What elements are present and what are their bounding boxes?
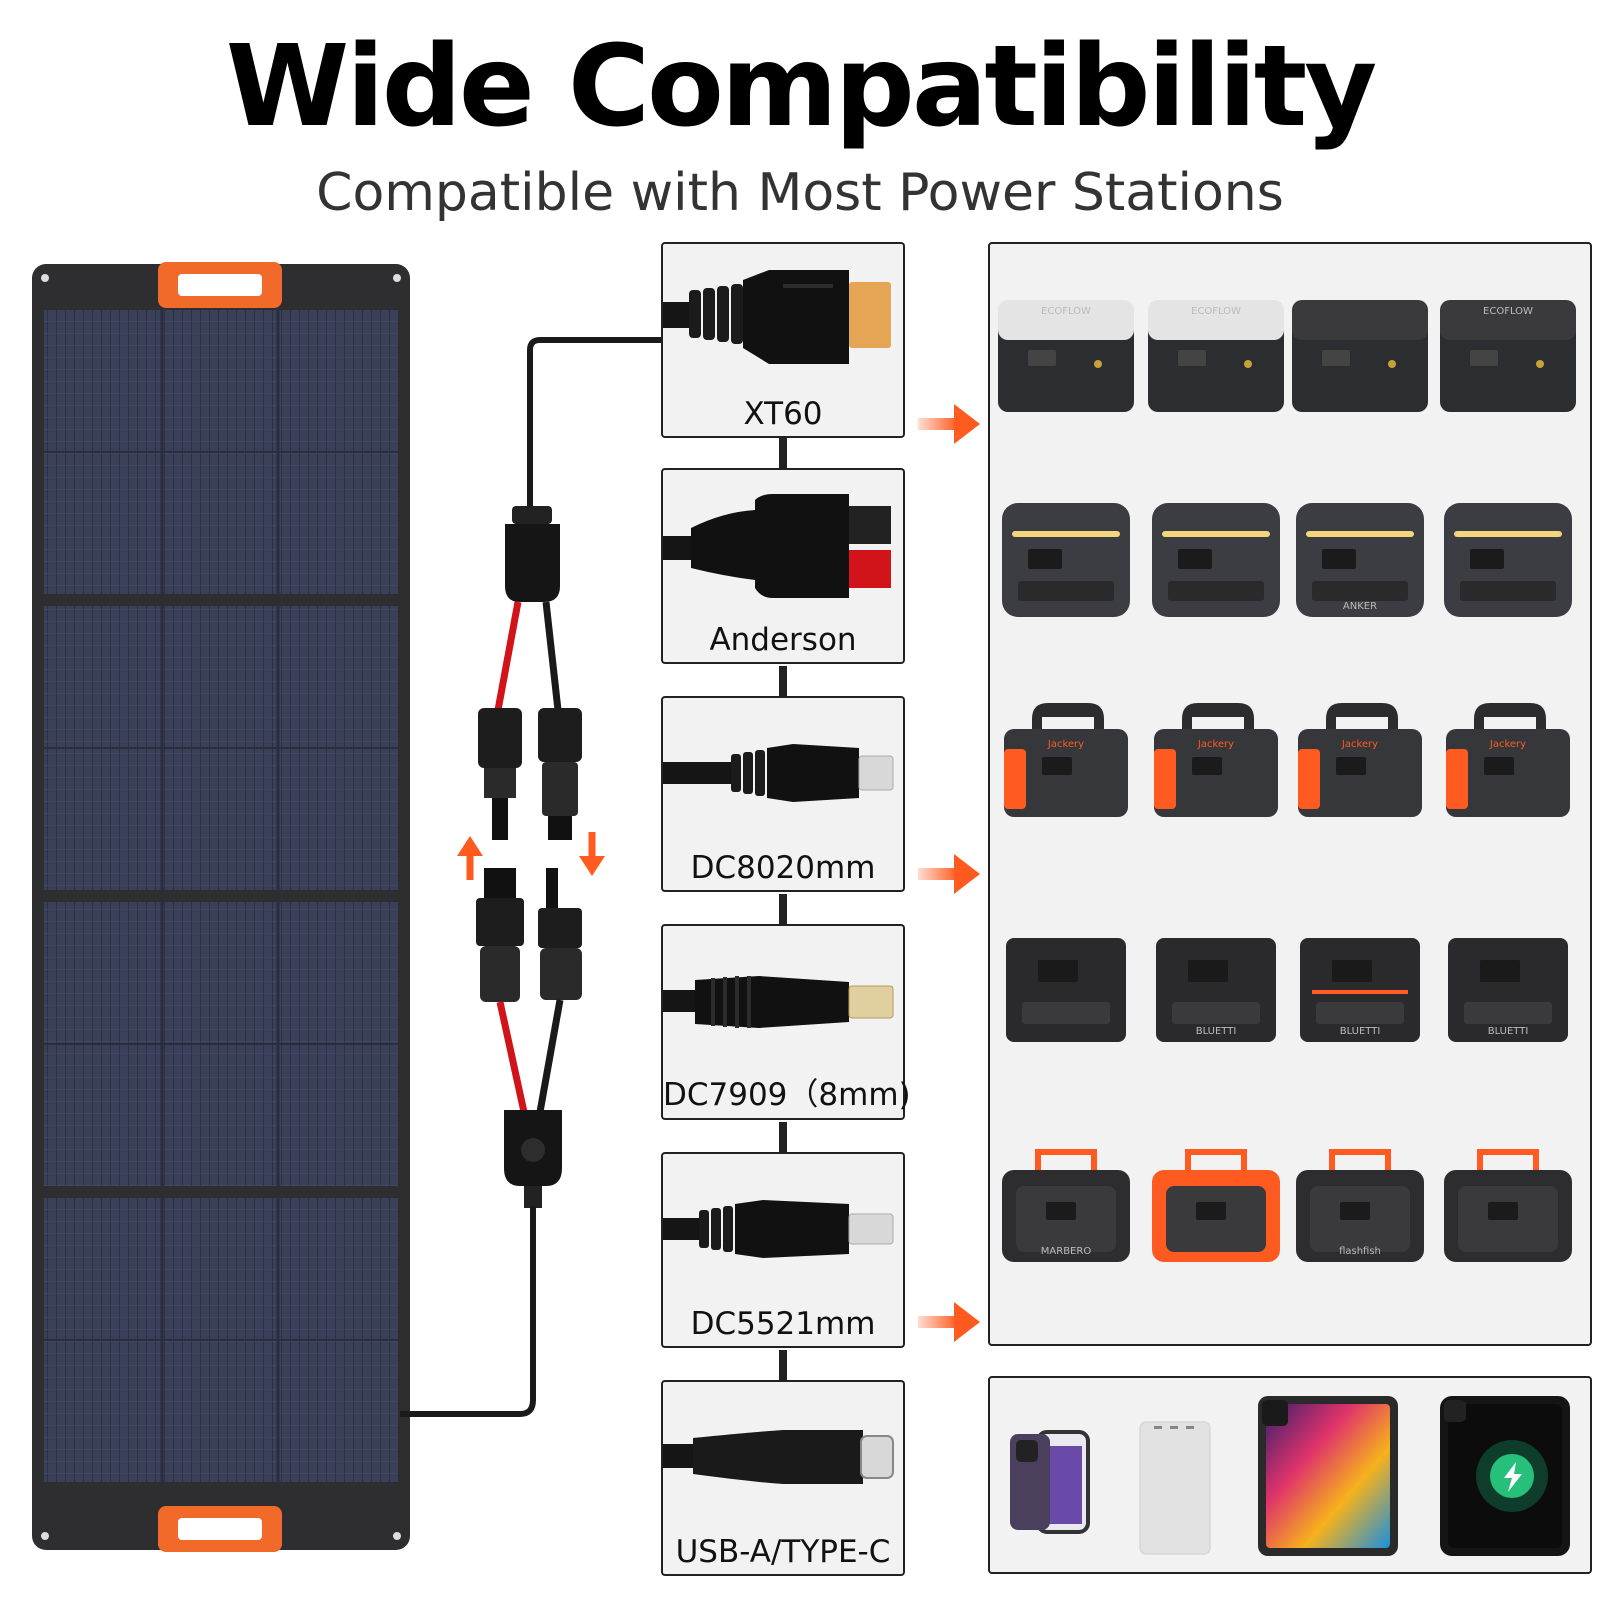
page-subtitle: Compatible with Most Power Stations <box>316 163 1284 223</box>
top-handle-icon <box>158 262 282 308</box>
brand-mark-text: BLUETTI <box>1340 1026 1381 1037</box>
power-station-icon: Jackery <box>1446 703 1570 817</box>
dc7909-connector-icon <box>663 976 894 1028</box>
arrow-right-icon <box>918 1302 980 1342</box>
power-station-icon: BLUETTI <box>1156 938 1276 1042</box>
connector-label: USB-A/TYPE-C <box>675 1534 891 1570</box>
power-bank-icon <box>1139 1421 1211 1555</box>
connector-card-dc7909: DC7909（8mm) <box>661 924 911 1120</box>
arrow-down-icon <box>579 832 605 876</box>
power-station-icon <box>1444 1149 1572 1262</box>
power-station-grid: ECOFLOW ECOFLOW ECOFLOW ANKER Jackery Jackery… <box>988 242 1592 1346</box>
connector-label: DC5521mm <box>690 1306 876 1342</box>
y-splitter-bottom-icon <box>504 1110 562 1208</box>
y-splitter-top-icon <box>505 506 560 602</box>
connector-card-usb: USB-A/TYPE-C <box>661 1380 905 1576</box>
connector-label: XT60 <box>743 396 823 432</box>
brand-mark-text: Jackery <box>1197 739 1234 750</box>
connector-card-dc8020: DC8020mm <box>661 696 905 892</box>
connector-link-line <box>779 894 787 926</box>
anderson-connector-icon <box>663 494 891 598</box>
brand-mark-text: flashfish <box>1339 1246 1381 1257</box>
wireless-charging-tablet-icon <box>1440 1396 1570 1556</box>
connector-card-dc5521: DC5521mm <box>661 1152 905 1348</box>
power-station-icon <box>1152 1149 1280 1262</box>
brand-mark-text: Jackery <box>1047 739 1084 750</box>
power-station-icon <box>1006 938 1126 1042</box>
power-station-icon: BLUETTI <box>1448 938 1568 1042</box>
mc4-connector-upper-left-icon <box>478 708 522 840</box>
dc5521-connector-icon <box>663 1200 894 1258</box>
page-title: Wide Compatibility <box>225 22 1377 152</box>
brand-mark-text: ECOFLOW <box>1041 306 1091 317</box>
y-branch-cable-diagram <box>400 337 662 1417</box>
connector-card-xt60: XT60 <box>661 242 905 438</box>
connector-label: Anderson <box>709 622 857 658</box>
power-station-icon <box>1292 300 1428 412</box>
power-station-icon: flashfish <box>1296 1149 1424 1262</box>
power-station-icon: ANKER <box>1296 503 1424 617</box>
connector-label: DC8020mm <box>690 850 876 886</box>
connector-link-line <box>779 1350 787 1380</box>
power-station-icon <box>1002 503 1130 617</box>
solar-panel <box>32 262 410 1552</box>
power-station-icon <box>1444 503 1572 617</box>
power-station-icon <box>1152 503 1280 617</box>
tablet-icon <box>1258 1396 1398 1556</box>
power-station-icon: ECOFLOW <box>1148 300 1284 412</box>
power-station-icon: ECOFLOW <box>998 300 1134 412</box>
arrow-up-icon <box>457 836 483 880</box>
mc4-connector-lower-right-icon <box>538 868 582 1000</box>
power-station-icon: Jackery <box>1154 703 1278 817</box>
brand-mark-text: ANKER <box>1343 601 1377 612</box>
connector-link-line <box>779 438 787 468</box>
power-station-icon: MARBERO <box>1002 1149 1130 1262</box>
connector-link-line <box>779 1122 787 1154</box>
small-device-row <box>988 1376 1592 1574</box>
power-station-icon: Jackery <box>1004 703 1128 817</box>
power-station-icon: Jackery <box>1298 703 1422 817</box>
power-station-icon: BLUETTI <box>1300 938 1420 1042</box>
brand-mark-text: Jackery <box>1489 739 1526 750</box>
connector-card-anderson: Anderson <box>661 468 905 664</box>
phone-icon <box>1010 1430 1090 1534</box>
xt60-connector-icon <box>663 270 891 364</box>
dc8020-connector-icon <box>663 744 894 802</box>
arrow-right-icon <box>918 854 980 894</box>
brand-mark-text: MARBERO <box>1041 1246 1092 1257</box>
mc4-connector-upper-right-icon <box>538 708 582 840</box>
brand-mark-text: BLUETTI <box>1488 1026 1529 1037</box>
mc4-connector-lower-left-icon <box>476 868 524 1002</box>
connector-link-line <box>779 666 787 698</box>
arrow-right-icon <box>918 404 980 444</box>
bottom-handle-icon <box>158 1506 282 1552</box>
brand-mark-text: BLUETTI <box>1196 1026 1237 1037</box>
power-station-icon: ECOFLOW <box>1440 300 1576 412</box>
usb-c-connector-icon <box>663 1430 894 1484</box>
connector-label: DC7909（8mm) <box>663 1077 911 1113</box>
brand-mark-text: Jackery <box>1341 739 1378 750</box>
brand-mark-text: ECOFLOW <box>1483 306 1533 317</box>
brand-mark-text: ECOFLOW <box>1191 306 1241 317</box>
